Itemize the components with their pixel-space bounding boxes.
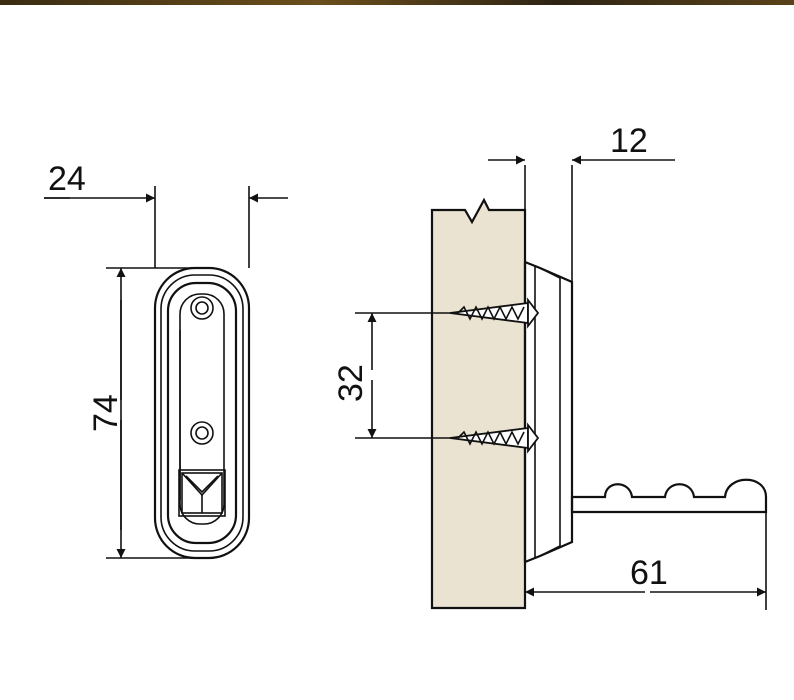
screw-bottom: [449, 422, 540, 454]
dimension-spacing-32: 32: [332, 312, 450, 439]
clip-detail: [178, 469, 226, 517]
screw-hole-top: [190, 296, 214, 320]
dimension-width-24: 24: [44, 160, 288, 268]
dimension-depth-12: 12: [488, 122, 675, 165]
dimension-rod-61: 61: [525, 554, 766, 597]
bracket-front-body: [153, 266, 251, 560]
bracket-side-profile: [523, 165, 574, 564]
wood-panel: [430, 197, 527, 610]
side-view: 12 32 61: [332, 122, 768, 610]
dimension-label-24: 24: [48, 160, 86, 198]
screw-hole-bottom: [190, 421, 214, 445]
dimension-height-74: 74: [87, 267, 195, 559]
dimension-label-12: 12: [610, 122, 648, 160]
screw-top: [449, 297, 540, 329]
top-edge-strip: [0, 0, 794, 5]
hanging-rod: [570, 478, 768, 610]
dimension-label-61: 61: [630, 554, 668, 592]
dimension-label-74: 74: [87, 394, 125, 432]
front-view: 24 74: [44, 160, 288, 560]
dimension-label-32: 32: [332, 364, 370, 402]
